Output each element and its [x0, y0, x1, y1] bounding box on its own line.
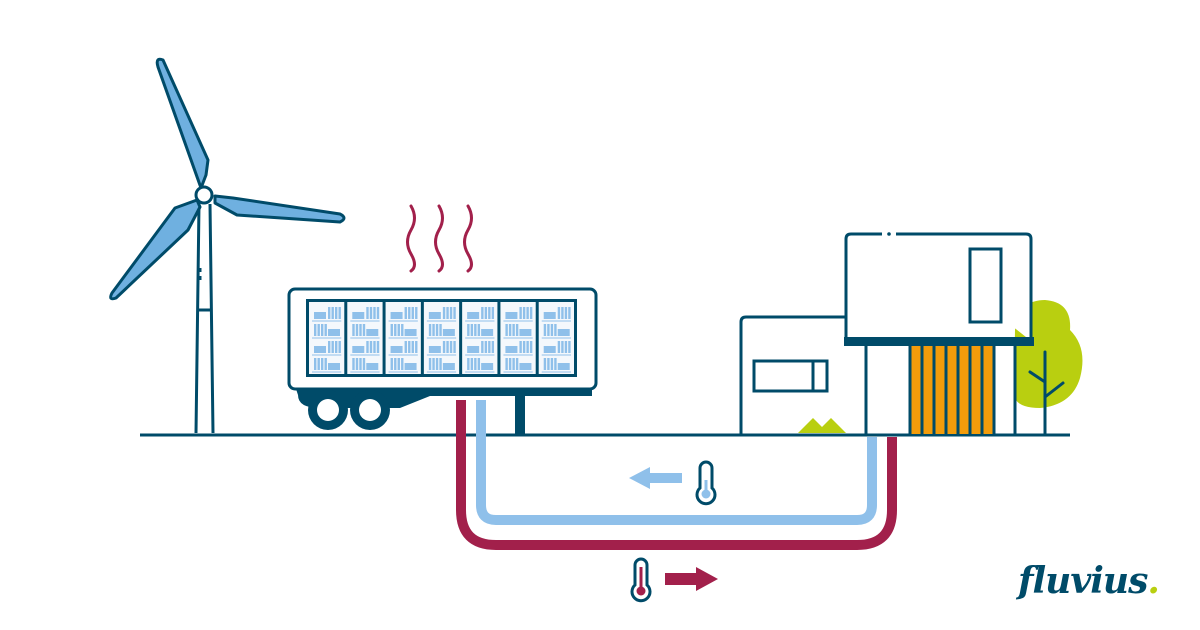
battery-trailer [287, 287, 598, 434]
wind-turbine [109, 57, 346, 434]
turbine-blade [155, 57, 210, 190]
battery-modules [309, 302, 574, 374]
cold-water-pipe [476, 400, 877, 525]
brand-dot: . [1147, 560, 1160, 602]
grass-bump [798, 418, 846, 433]
brand-name: fluvius [1018, 560, 1148, 602]
heat-wave [463, 204, 473, 273]
heat-wave [434, 204, 444, 273]
house-window [752, 359, 829, 393]
turbine-tower [194, 203, 215, 434]
turbine-hub [194, 185, 214, 205]
arrow-left-icon [629, 467, 682, 489]
facade-slats [908, 346, 996, 434]
house-upper-block [844, 232, 1033, 341]
turbine-blade [109, 198, 202, 301]
battery-module [385, 302, 421, 374]
arrow-right-icon [665, 567, 718, 591]
battery-module [309, 302, 345, 374]
thermometer-cold-icon [695, 460, 717, 506]
hot-flow-indicator [630, 557, 718, 603]
cold-flow-indicator [629, 460, 717, 506]
house-upper-window [968, 247, 1003, 324]
battery-module [347, 302, 383, 374]
heat-wave [406, 204, 416, 273]
heat-waves [406, 204, 473, 273]
battery-module [423, 302, 460, 374]
pipes [456, 400, 897, 550]
house [739, 232, 1034, 434]
battery-module [462, 302, 498, 374]
thermometer-hot-icon [630, 557, 652, 603]
battery-module [500, 302, 536, 374]
fluvius-logo: fluvius. [1018, 560, 1160, 602]
turbine-blade [213, 194, 346, 224]
hot-water-pipe [456, 400, 897, 550]
battery-module [538, 302, 574, 374]
